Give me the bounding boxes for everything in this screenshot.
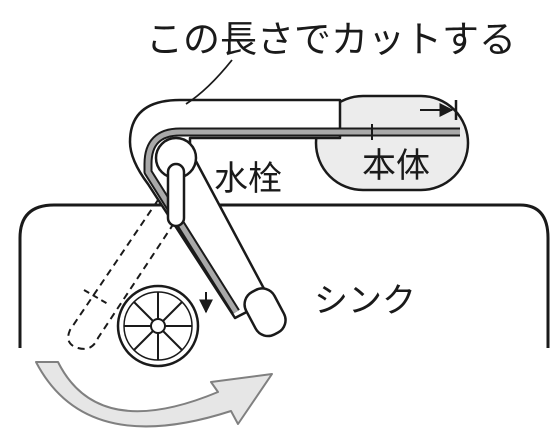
- faucet-handle: [154, 136, 198, 228]
- main-unit-label: 本体: [362, 146, 430, 186]
- cut-instruction-leader: [185, 59, 233, 105]
- curved-rotation-arrow-icon: [35, 361, 273, 428]
- hose-reel-icon: [116, 284, 200, 368]
- faucet-label: 水栓: [214, 159, 282, 199]
- faucet-swing-position-dashed: [67, 199, 187, 350]
- faucet-swing-handle-dashed: [83, 289, 109, 305]
- faucet-tip: [243, 287, 287, 338]
- hose-tube-fill: [145, 129, 460, 314]
- sink-label: シンク: [314, 281, 416, 321]
- main-unit-box: [314, 94, 470, 192]
- cut-instruction-label: この長さでカットする: [146, 18, 516, 61]
- sink-outline: [18, 203, 550, 348]
